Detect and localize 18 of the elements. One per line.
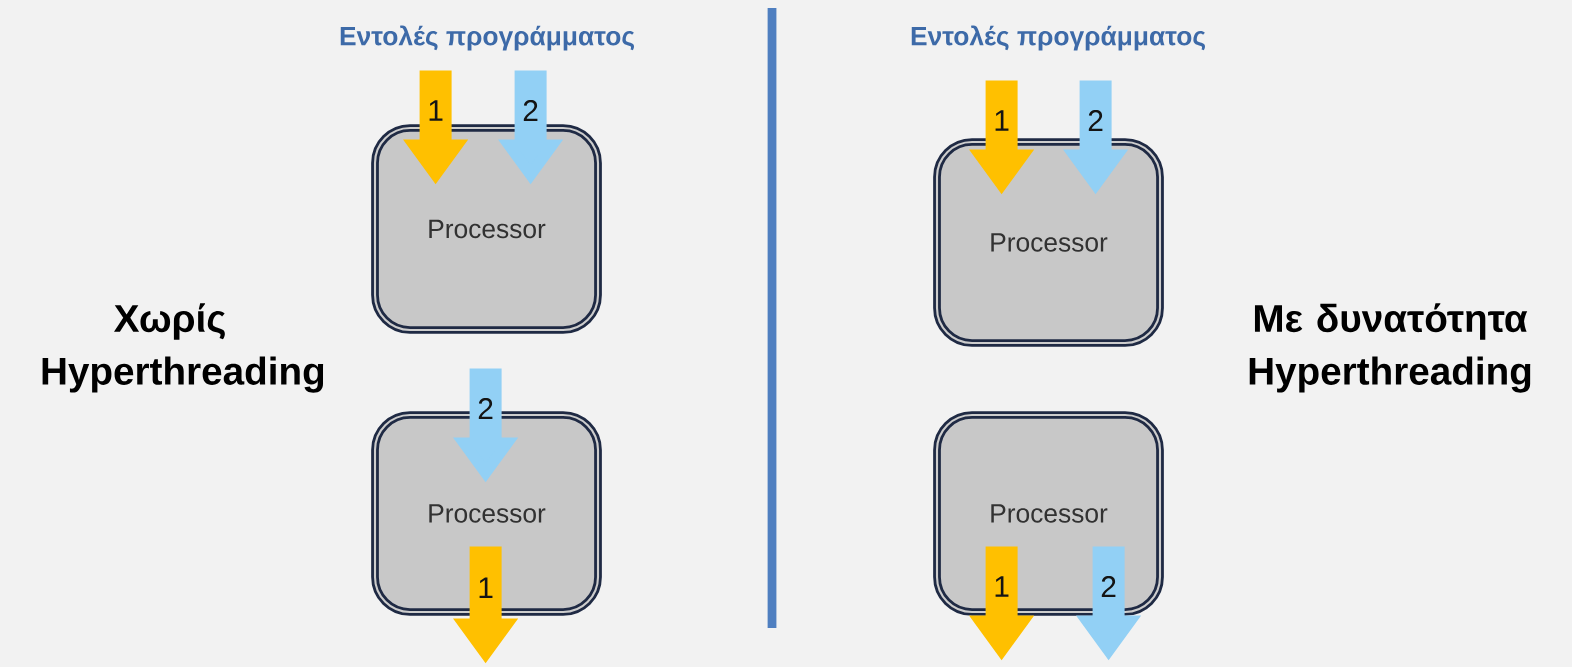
arrow-number: 2 [1101,576,1116,597]
side-label: Χωρίς Hyperthreading [42,303,324,393]
processor-label: Processor [991,233,1108,252]
processor-box [371,124,602,334]
processor-label: Processor [429,219,546,239]
processor-label: Processor [429,504,546,523]
processor-label: Processor [991,504,1108,523]
arrow-number: 1 [429,100,443,121]
arrow-number: 1 [479,577,493,598]
heading: Εντολές προγράμματος [911,25,1205,51]
processor-box [933,138,1164,347]
arrow-number: 2 [523,100,538,121]
side-label: Με δυνατότητα Hyperthreading [1249,303,1531,393]
arrow-number: 1 [995,576,1009,597]
arrow-number: 2 [478,398,493,419]
heading: Εντολές προγράμματος [340,25,634,51]
arrow-number: 2 [1088,110,1103,131]
arrow-number: 1 [995,110,1009,131]
